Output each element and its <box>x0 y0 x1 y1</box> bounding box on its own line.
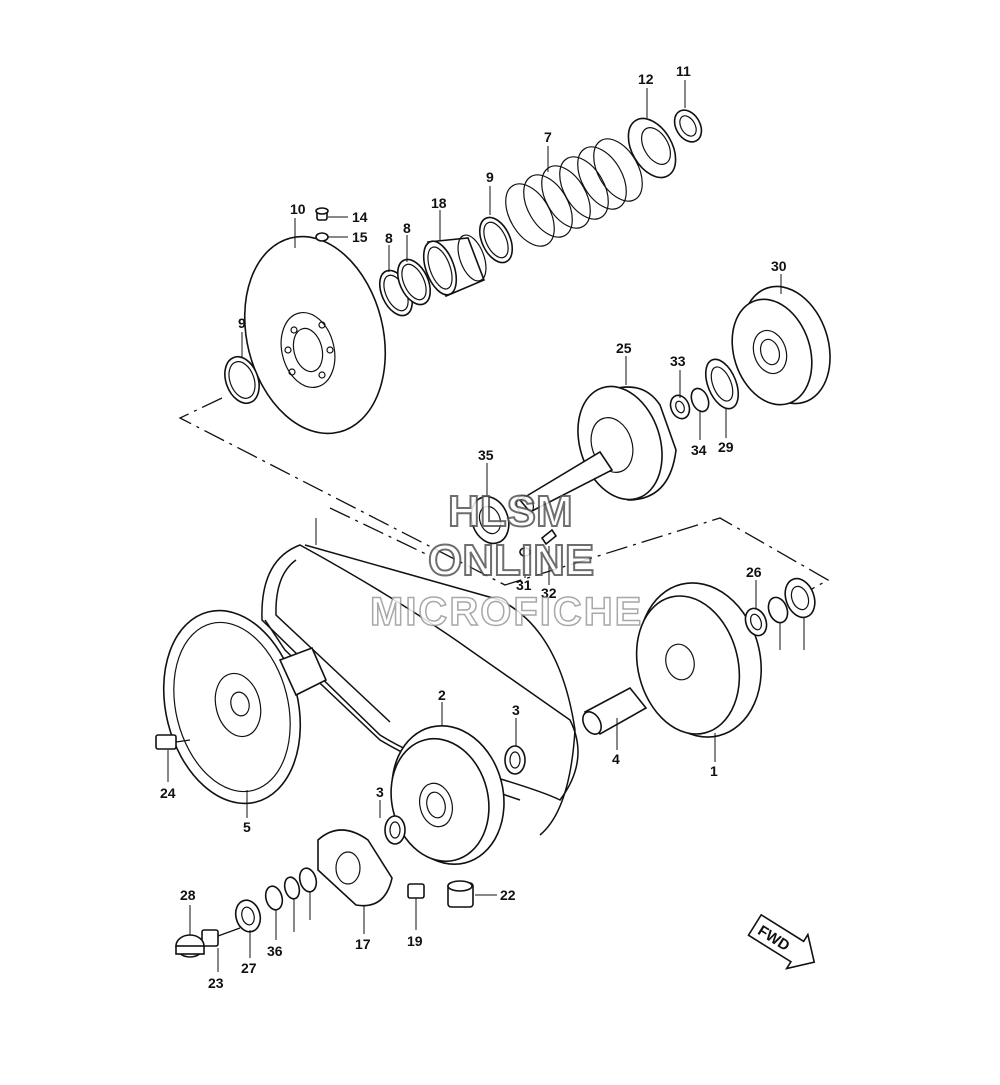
watermark-line3: MICROFICHE <box>370 590 643 634</box>
callout-15: 11 <box>676 63 691 79</box>
part-14-slider[interactable] <box>407 883 425 899</box>
part-24-bearing[interactable] <box>699 355 744 414</box>
part-12-ramp-plate[interactable] <box>317 829 393 907</box>
part-26-washer[interactable] <box>519 547 531 557</box>
part-1-movable-drive-face[interactable] <box>623 570 778 750</box>
callout-7: 7 <box>544 129 552 145</box>
callout-5: 5 <box>243 819 251 835</box>
part-2-movable-face[interactable] <box>378 714 519 876</box>
watermark-line2: ONLINE <box>428 536 594 585</box>
part-25-clutch[interactable] <box>719 275 844 415</box>
part-22-bush[interactable] <box>232 897 263 934</box>
leader-lines <box>167 80 805 972</box>
callout-24: 29 <box>718 439 734 455</box>
callout-9-left: 9 <box>238 315 246 331</box>
callout-11: 15 <box>352 229 368 245</box>
part-11-washer[interactable] <box>315 232 329 242</box>
fwd-arrow-icon: FWD <box>747 913 816 970</box>
watermark-line1: HLSM <box>448 487 573 536</box>
callout-30: 35 <box>478 447 494 463</box>
part-4-spacer[interactable] <box>579 686 648 737</box>
callout-16: 12 <box>638 71 654 87</box>
assembly-guide-lines <box>178 397 830 591</box>
callout-22: 27 <box>241 960 257 976</box>
part-7-spring[interactable] <box>496 131 653 255</box>
callout-labels: 12 11 7 9 18 8 8 10 14 15 9 30 25 33 34 … <box>160 63 787 991</box>
part-9-ring-left[interactable] <box>219 352 265 408</box>
callout-19: 24 <box>160 785 176 801</box>
callout-27: 32 <box>541 585 557 601</box>
callout-4: 4 <box>612 751 620 767</box>
part-3-roller-upper[interactable] <box>504 745 526 775</box>
part-29-washer[interactable] <box>688 386 712 414</box>
callout-18: 23 <box>208 975 224 991</box>
callout-26: 31 <box>516 577 532 593</box>
watermark: HLSM ONLINE MICROFICHE <box>369 486 643 635</box>
part-5-driven-pulley[interactable] <box>144 596 328 818</box>
part-3-roller-lower[interactable] <box>384 815 406 845</box>
callout-10: 14 <box>352 209 368 225</box>
part-6-drive-face[interactable] <box>225 222 405 449</box>
part-18-bolt[interactable] <box>201 927 241 947</box>
callout-13: 18 <box>431 195 447 211</box>
part-16-spring-seat[interactable] <box>619 110 686 185</box>
callout-21: 26 <box>746 564 762 580</box>
callout-23: 28 <box>180 887 196 903</box>
part-10-pin[interactable] <box>315 207 329 221</box>
callout-9-right: 9 <box>486 169 494 185</box>
callout-29: 34 <box>691 442 707 458</box>
callout-3-lower: 3 <box>376 784 384 800</box>
part-21-collar[interactable] <box>742 605 770 638</box>
part-13-sleeve[interactable] <box>417 231 491 299</box>
callout-12: 17 <box>355 936 371 952</box>
part-35-washer[interactable] <box>282 876 301 901</box>
callout-6: 10 <box>290 201 306 217</box>
callout-1: 1 <box>710 763 718 779</box>
part-8-ring-b[interactable] <box>391 254 437 309</box>
callout-8-b: 8 <box>385 230 393 246</box>
callout-17: 22 <box>500 887 516 903</box>
part-27-screw[interactable] <box>540 528 558 546</box>
callout-28: 33 <box>670 353 686 369</box>
callout-25: 30 <box>771 258 787 274</box>
part-33-washer[interactable] <box>297 866 319 893</box>
part-17-collar[interactable] <box>447 880 474 908</box>
part-23-cap[interactable] <box>175 934 205 958</box>
part-34-seal[interactable] <box>780 574 820 621</box>
part-15-nut[interactable] <box>669 105 707 146</box>
callout-14: 19 <box>407 933 423 949</box>
callout-20: 25 <box>616 340 632 356</box>
part-28-collar[interactable] <box>667 393 693 422</box>
callout-31: 36 <box>267 943 283 959</box>
part-32-washer[interactable] <box>765 595 791 626</box>
part-31-washer[interactable] <box>263 884 285 911</box>
part-20-clutch-housing[interactable] <box>514 375 677 517</box>
callout-8-a: 8 <box>403 220 411 236</box>
part-19-bolt[interactable] <box>155 734 191 750</box>
part-30-bearing[interactable] <box>465 491 515 548</box>
part-9-ring-right[interactable] <box>473 212 519 267</box>
callout-3-upper: 3 <box>512 702 520 718</box>
callout-2: 2 <box>438 687 446 703</box>
